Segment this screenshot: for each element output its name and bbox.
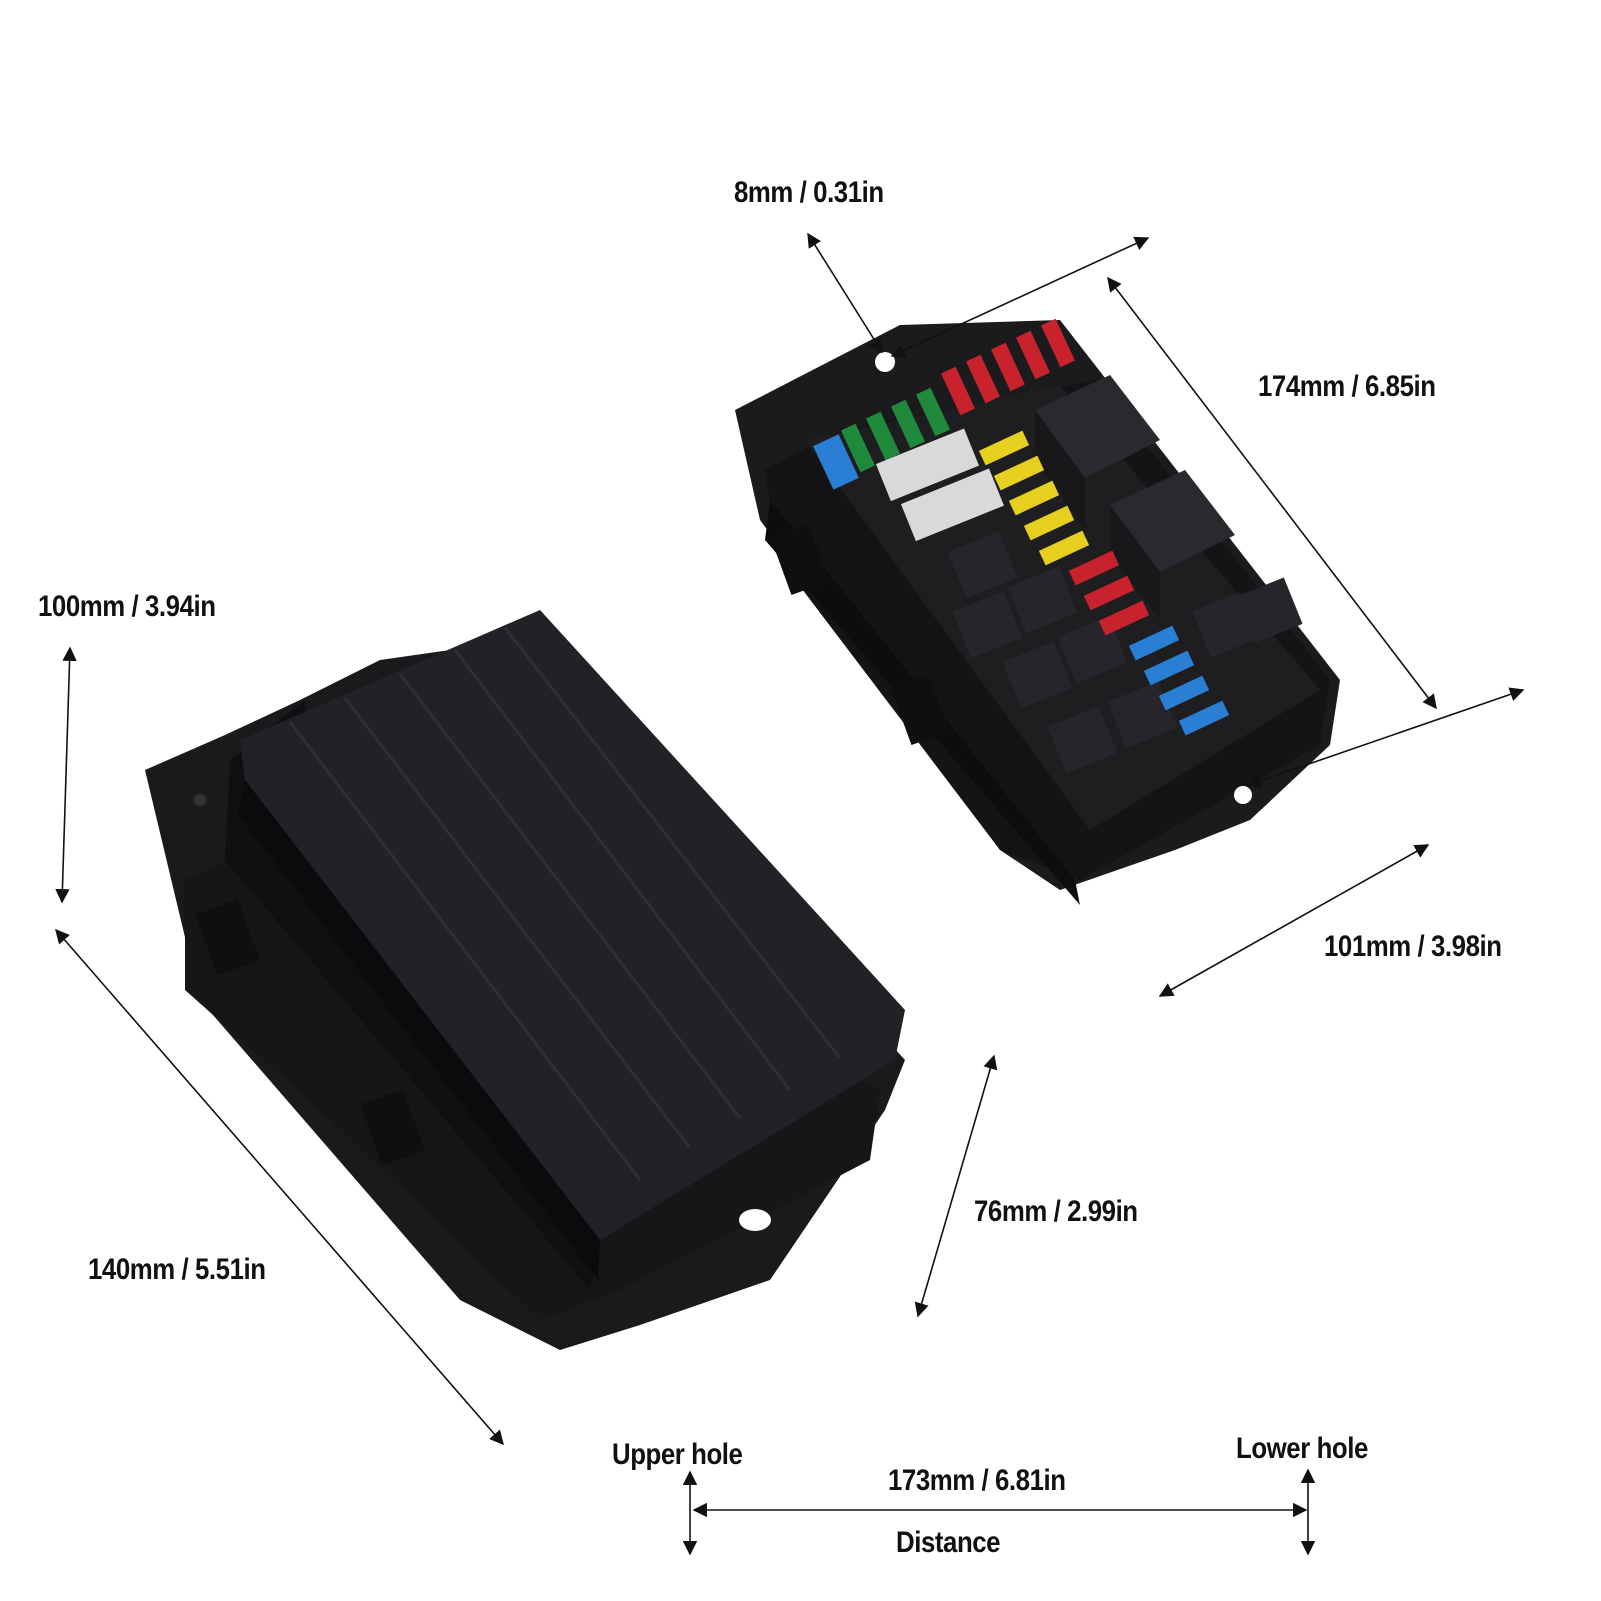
depth-label: 76mm / 2.99in <box>974 1195 1138 1228</box>
hole-distance-label: 173mm / 6.81in <box>888 1464 1066 1497</box>
hole-diameter-label: 8mm / 0.31in <box>734 176 884 209</box>
upper-hole-label: Upper hole <box>612 1438 743 1471</box>
distance-caption: Distance <box>896 1526 1001 1559</box>
open-fuse-box <box>735 318 1340 905</box>
closed-fuse-box <box>145 610 905 1350</box>
lower-hole-label: Lower hole <box>1236 1432 1368 1465</box>
width-label: 101mm / 3.98in <box>1324 930 1502 963</box>
dimension-arrows <box>55 232 1525 1556</box>
cover-length-label: 140mm / 5.51in <box>88 1253 266 1286</box>
length-label: 174mm / 6.85in <box>1258 370 1436 403</box>
height-label: 100mm / 3.94in <box>38 590 216 623</box>
